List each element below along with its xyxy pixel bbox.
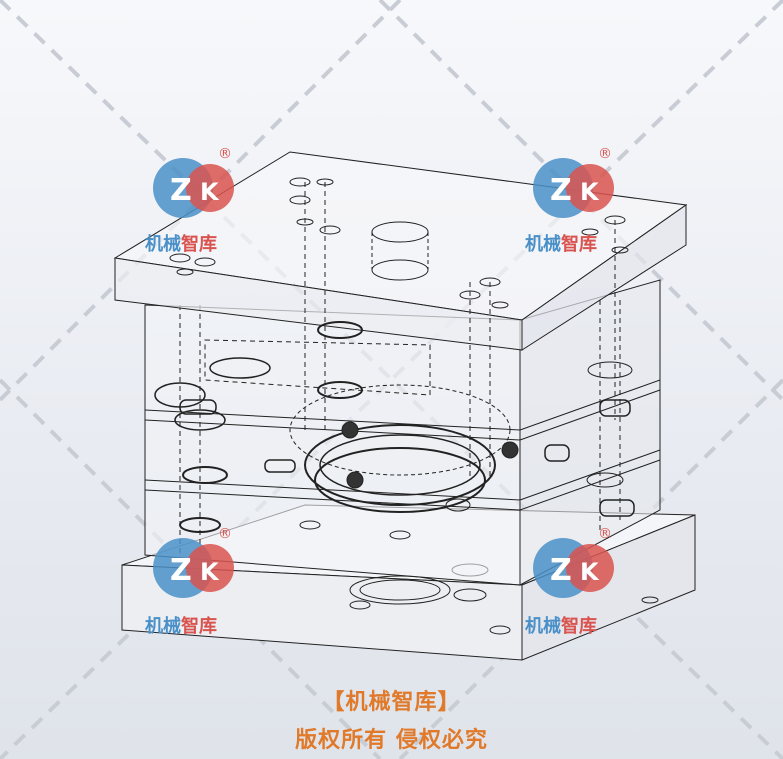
watermark-text-bottom-left: 机械智库 [145,615,217,637]
svg-text:K: K [200,178,220,206]
wm-br-part1: 机械 [525,615,561,637]
svg-text:®: ® [218,146,232,162]
svg-text:K: K [200,558,220,586]
wm-bl-part1: 机械 [145,615,181,637]
watermark-text-top-left: 机械智库 [145,233,217,255]
watermark-logo-bottom-left: Z K ® [153,526,234,598]
wm-tr-part2: 智库 [561,233,597,255]
footer-copyright-notice: 版权所有 侵权必究 [295,728,488,753]
watermark-logo-top-left: Z K ® [153,146,234,218]
mold-plate-stack [144,279,661,586]
guide-pins [304,182,616,480]
cavity-rings [179,361,633,540]
svg-text:K: K [580,178,600,206]
wm-tr-part1: 机械 [525,233,561,255]
svg-text:®: ® [598,526,612,542]
watermark-logo-top-right: Z K ® [533,146,614,218]
svg-text:K: K [580,558,600,586]
watermark-logo-bottom-right: Z K ® [533,526,614,598]
wm-tl-part1: 机械 [145,233,181,255]
svg-text:®: ® [598,146,612,162]
watermark-text-bottom-right: 机械智库 [525,615,597,637]
footer-brand-title: 【机械智库】 [322,690,461,715]
wm-br-part2: 智库 [561,615,597,637]
svg-text:Z: Z [170,553,192,588]
svg-text:Z: Z [170,173,192,208]
watermark-text-top-right: 机械智库 [525,233,597,255]
svg-text:Z: Z [550,173,572,208]
wm-bl-part2: 智库 [181,615,217,637]
svg-text:Z: Z [550,553,572,588]
wm-tl-part2: 智库 [181,233,217,255]
svg-text:®: ® [218,526,232,542]
